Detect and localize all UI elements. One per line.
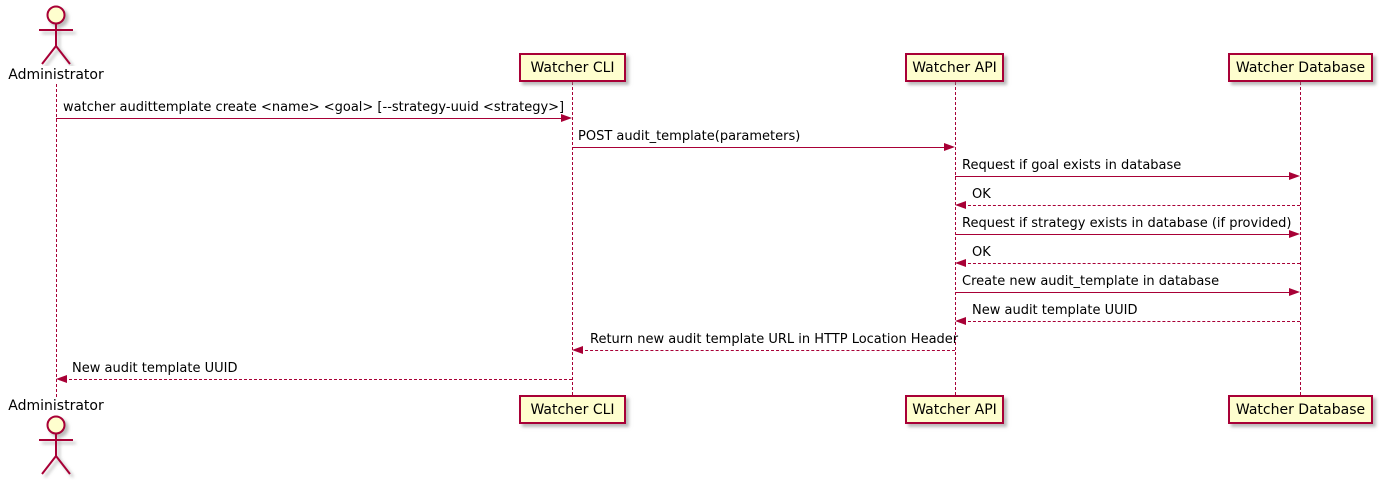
message-10-arrow [64, 379, 572, 380]
message-2-label: POST audit_template(parameters) [578, 129, 801, 144]
message-8-arrow [963, 321, 1300, 322]
message-1-label: watcher audittemplate create <name> <goa… [63, 100, 565, 115]
message-10-arrowhead-icon [56, 375, 67, 383]
message-3-label: Request if goal exists in database [962, 158, 1182, 173]
message-9-arrow [580, 350, 955, 351]
message-5-label: Request if strategy exists in database (… [962, 216, 1292, 231]
lifeline-administrator [56, 84, 57, 397]
participant-watcher-database-bottom: Watcher Database [1228, 395, 1373, 424]
lifeline-watcher-cli [572, 82, 573, 395]
message-7-arrowhead-icon [1289, 288, 1300, 296]
participant-watcher-database-top: Watcher Database [1228, 53, 1373, 82]
message-1-arrow [56, 118, 561, 119]
message-6-label: OK [972, 245, 991, 260]
message-2-arrow [572, 147, 944, 148]
message-7-arrow [955, 292, 1289, 293]
message-4-arrow [963, 205, 1300, 206]
message-10-label: New audit template UUID [72, 361, 238, 376]
participant-watcher-api-top: Watcher API [905, 53, 1004, 82]
message-9-arrowhead-icon [572, 346, 583, 354]
message-5-arrowhead-icon [1289, 230, 1300, 238]
message-9-label: Return new audit template URL in HTTP Lo… [590, 332, 959, 347]
message-7-label: Create new audit_template in database [962, 274, 1220, 289]
lifeline-watcher-database [1300, 82, 1301, 395]
message-5-arrow [955, 234, 1289, 235]
message-4-label: OK [972, 187, 991, 202]
administrator-actor-icon-top [39, 5, 73, 65]
message-8-label: New audit template UUID [972, 303, 1138, 318]
message-4-arrowhead-icon [955, 201, 966, 209]
message-8-arrowhead-icon [955, 317, 966, 325]
administrator-label-top: Administrator [8, 67, 104, 83]
participant-watcher-api-bottom: Watcher API [905, 395, 1004, 424]
participant-watcher-cli-bottom: Watcher CLI [519, 395, 626, 424]
message-6-arrowhead-icon [955, 259, 966, 267]
message-2-arrowhead-icon [944, 143, 955, 151]
administrator-label-bottom: Administrator [8, 398, 104, 414]
message-1-arrowhead-icon [561, 114, 572, 122]
participant-watcher-cli-top: Watcher CLI [519, 53, 626, 82]
message-3-arrow [955, 176, 1289, 177]
message-6-arrow [963, 263, 1300, 264]
administrator-actor-icon-bottom [39, 415, 73, 475]
lifeline-watcher-api [955, 82, 956, 395]
message-3-arrowhead-icon [1289, 172, 1300, 180]
